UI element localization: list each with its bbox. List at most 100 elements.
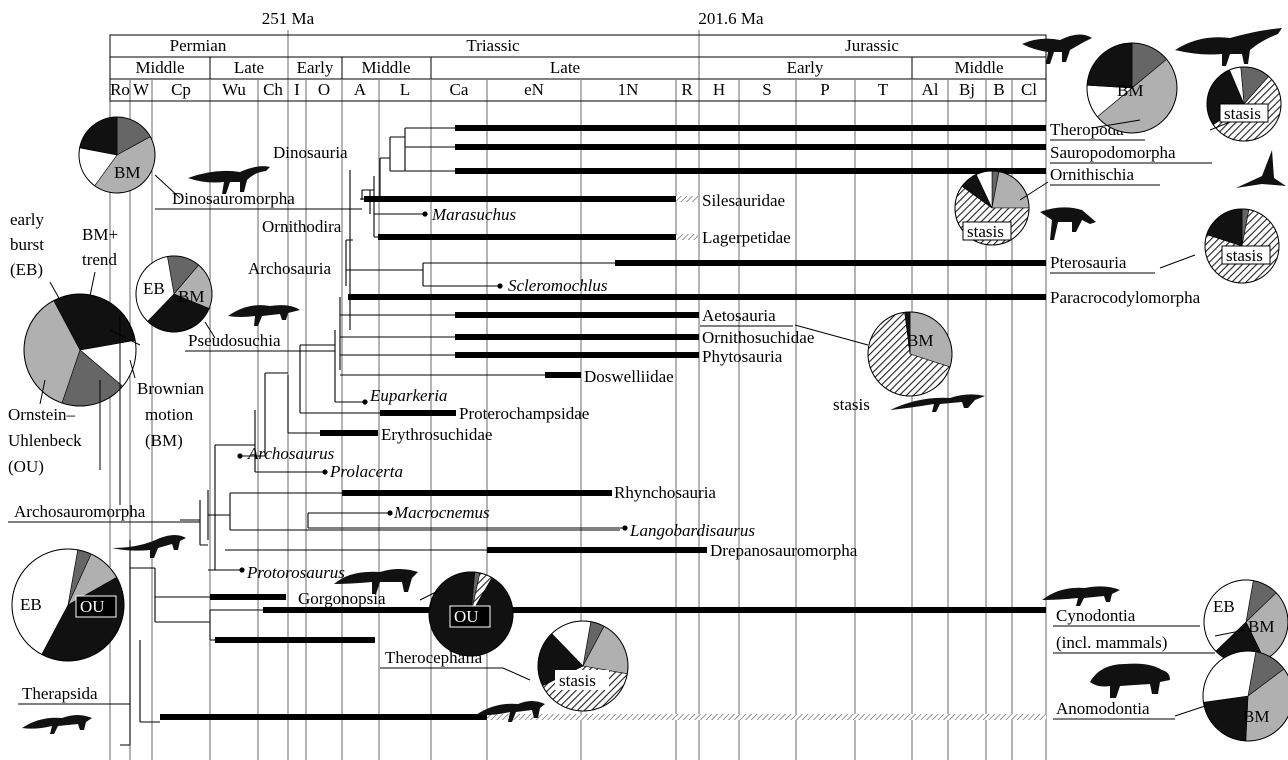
- pie-label-stasis: stasis: [1224, 104, 1261, 123]
- tip-dot: [237, 453, 242, 458]
- therapsid-silhouette: [22, 715, 92, 734]
- theropod-silhouette: [1022, 34, 1092, 64]
- clade-macrocnemus: Macrocnemus: [393, 503, 490, 522]
- clade-langobardisaurus: Langobardisaurus: [629, 521, 755, 540]
- stage-label: H: [713, 80, 725, 99]
- legend-eb-1: early: [10, 210, 44, 229]
- stage-label: Ca: [450, 80, 469, 99]
- tip-dot: [622, 525, 627, 530]
- tip-dot: [497, 283, 502, 288]
- clade-sauropodomorpha: Sauropodomorpha: [1050, 143, 1176, 162]
- range-bar-hatched: [487, 714, 1046, 720]
- clade-rhynchosauria: Rhynchosauria: [614, 483, 716, 502]
- epoch-jurassic-early: Early: [787, 58, 824, 77]
- stage-label: Al: [922, 80, 939, 99]
- therocephalia-pie: [538, 621, 628, 711]
- legend-ou-2: Uhlenbeck: [8, 431, 82, 450]
- clade-prolacerta: Prolacerta: [329, 462, 403, 481]
- pie-label-stasis: stasis: [559, 671, 596, 690]
- pseudosuchia-pie: [868, 312, 952, 396]
- tip-dot: [422, 211, 427, 216]
- epoch-triassic-middle: Middle: [361, 58, 410, 77]
- anomodont-silhouette: [1090, 664, 1170, 698]
- pie-label-bm: BM: [114, 163, 140, 182]
- pie-label-bm: BM: [907, 331, 933, 350]
- node-dinosauria: Dinosauria: [273, 143, 348, 162]
- crocodylomorph-silhouette: [890, 394, 985, 412]
- range-bar: [615, 260, 1046, 266]
- stage-label: R: [681, 80, 693, 99]
- pie-label-ou: OU: [80, 597, 105, 616]
- ma-mark-251: 251 Ma: [262, 9, 315, 28]
- range-bar: [160, 714, 487, 720]
- clade-aetosauria: Aetosauria: [702, 306, 776, 325]
- clade-protorosaurus: Protorosaurus: [246, 563, 345, 582]
- range-bar: [342, 490, 612, 496]
- legend-ou-3: (OU): [8, 457, 44, 476]
- pie-label-bm: BM: [1248, 617, 1274, 636]
- pie-label-bm: BM: [178, 287, 204, 306]
- tip-dot: [362, 399, 367, 404]
- clade-proterochampsidae: Proterochampsidae: [459, 404, 589, 423]
- clade-ornithischia: Ornithischia: [1050, 165, 1134, 184]
- stage-label: L: [400, 80, 410, 99]
- legend-bmtrend-2: trend: [82, 250, 117, 269]
- pie-label-stasis: stasis: [1226, 246, 1263, 265]
- stage-labels: Ro W Cp Wu Ch I O A L Ca eN 1N R H S P T…: [110, 80, 1037, 99]
- pie-label-bm: BM: [1117, 81, 1143, 100]
- stage-label: W: [133, 80, 150, 99]
- legend-pie: [24, 294, 136, 406]
- stage-label: eN: [524, 80, 544, 99]
- pie-label-eb: EB: [1213, 597, 1235, 616]
- pie-label-bm: BM: [1243, 707, 1269, 726]
- range-bar: [455, 168, 1046, 174]
- sauropodomorph-silhouette: [1175, 28, 1282, 66]
- cynodont-silhouette: [1042, 586, 1120, 606]
- clade-pterosauria: Pterosauria: [1050, 253, 1127, 272]
- pie-label-stasis: stasis: [833, 395, 870, 414]
- range-bar: [545, 372, 581, 378]
- node-dinosauromorpha: Dinosauromorpha: [172, 189, 295, 208]
- range-bar: [455, 312, 699, 318]
- pie-slice-ou: [1203, 696, 1248, 741]
- epoch-triassic-early: Early: [297, 58, 334, 77]
- clade-doswelliidae: Doswelliidae: [584, 367, 674, 386]
- legend-bm-1: Brownian: [137, 379, 205, 398]
- clade-euparkeria: Euparkeria: [369, 386, 447, 405]
- archosauromorph-silhouette: [112, 535, 186, 558]
- tip-dot: [387, 510, 392, 515]
- legend-bm-2: motion: [145, 405, 194, 424]
- range-bar: [378, 234, 676, 240]
- clade-cynodontia-note: (incl. mammals): [1056, 633, 1167, 652]
- node-pseudosuchia: Pseudosuchia: [188, 331, 281, 350]
- range-bar-hatched: [676, 234, 698, 240]
- range-bar: [487, 547, 707, 553]
- period-triassic: Triassic: [466, 36, 520, 55]
- ma-mark-201: 201.6 Ma: [698, 9, 764, 28]
- stage-label: P: [820, 80, 829, 99]
- clade-erythrosuchidae: Erythrosuchidae: [381, 425, 492, 444]
- anomodontia-pie: [1203, 651, 1288, 741]
- ornithischian-silhouette: [1040, 207, 1096, 240]
- node-therapsida: Therapsida: [22, 684, 98, 703]
- stage-label: Cp: [171, 80, 191, 99]
- stage-label: A: [354, 80, 367, 99]
- stage-label: T: [878, 80, 889, 99]
- pie-label-stasis: stasis: [967, 222, 1004, 241]
- clade-marasuchus: Marasuchus: [431, 205, 516, 224]
- clade-paracrocodylomorpha: Paracrocodylomorpha: [1050, 288, 1201, 307]
- clade-lagerpetidae: Lagerpetidae: [702, 228, 791, 247]
- stage-label: Ch: [263, 80, 283, 99]
- stage-label: S: [762, 80, 771, 99]
- epoch-jurassic-middle: Middle: [954, 58, 1003, 77]
- stage-label: Ro: [110, 80, 130, 99]
- clade-anomodontia: Anomodontia: [1056, 699, 1150, 718]
- stage-label: Wu: [222, 80, 246, 99]
- pie-label-ou: OU: [454, 607, 479, 626]
- range-bar: [455, 144, 1046, 150]
- clade-archosaurus: Archosaurus: [247, 444, 335, 463]
- clade-ornithosuchidae: Ornithosuchidae: [702, 328, 814, 347]
- range-bar: [210, 594, 286, 600]
- pseudosuchian-silhouette: [228, 305, 300, 326]
- legend-bm-3: (BM): [145, 431, 183, 450]
